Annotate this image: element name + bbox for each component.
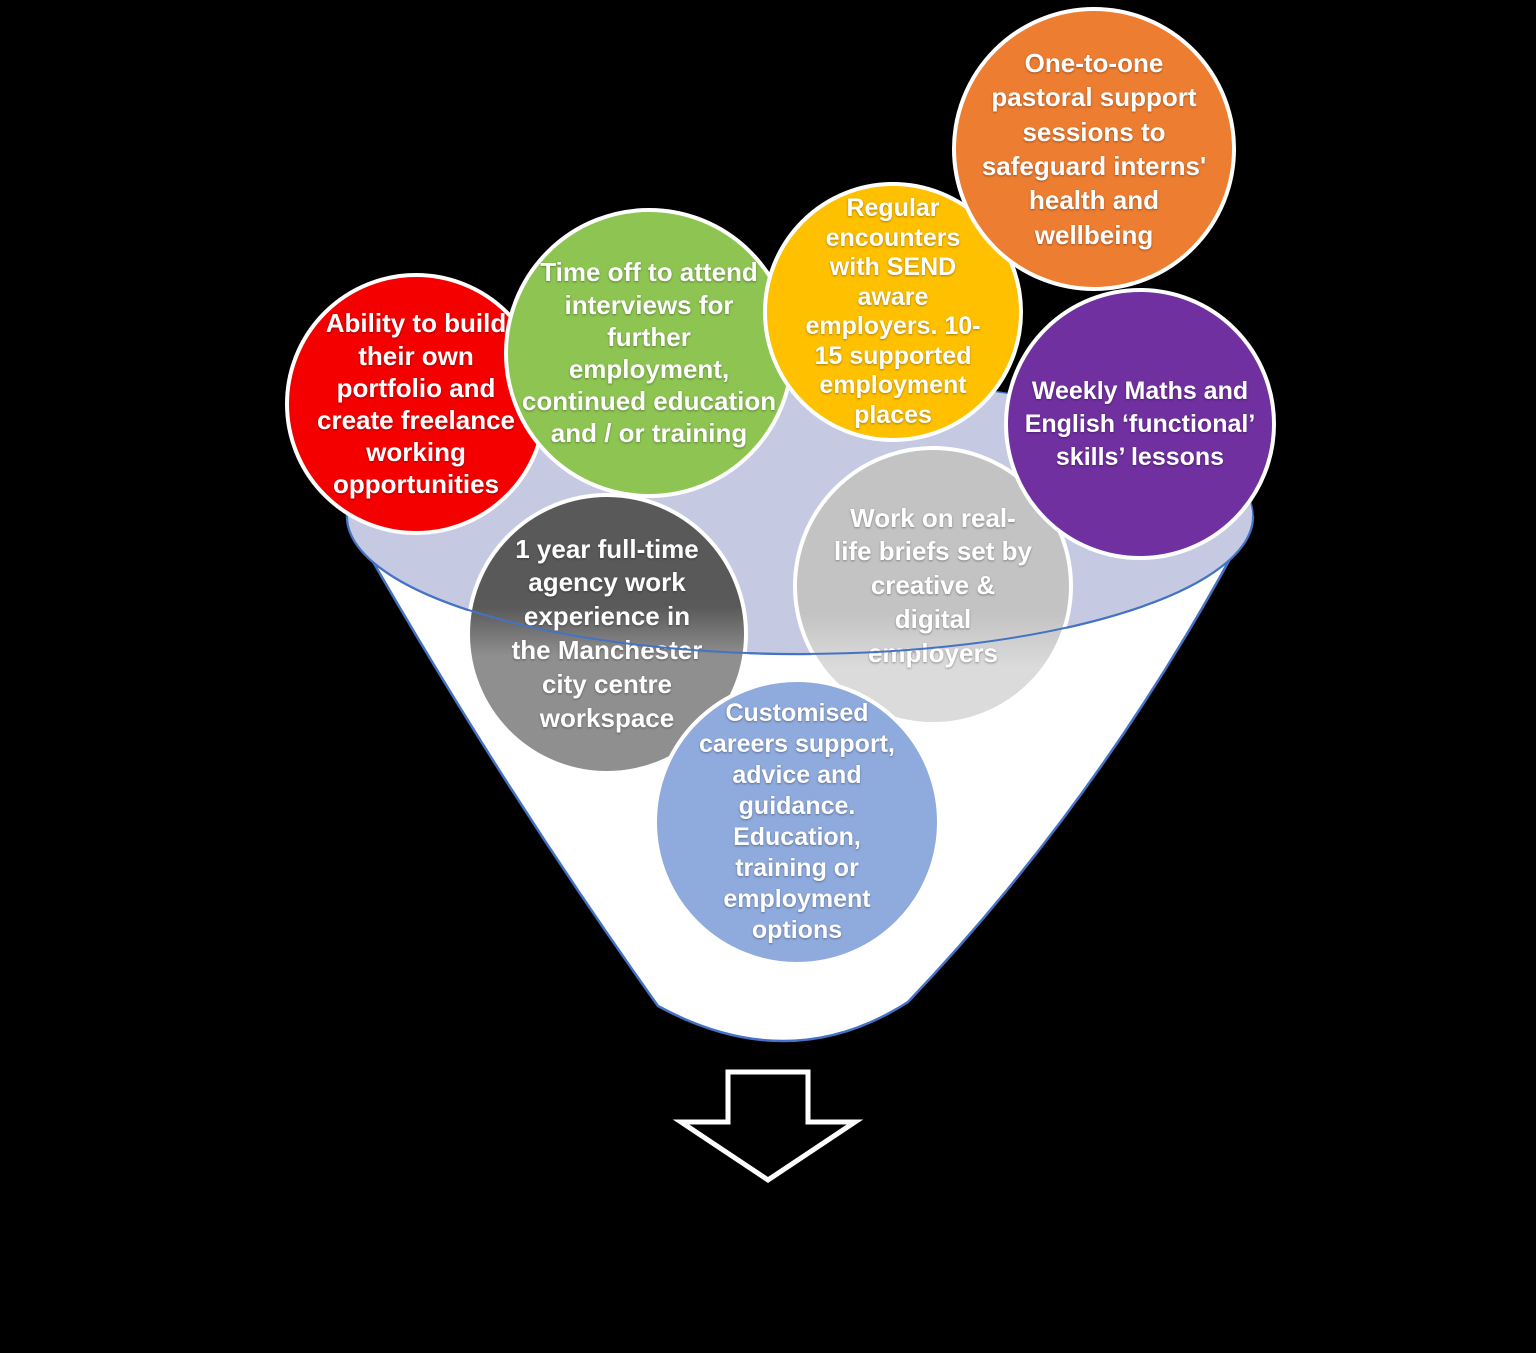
bubble-careers: Customised careers support, advice and g… xyxy=(653,678,941,966)
bubble-skills: Weekly Maths and English ‘functional’ sk… xyxy=(1004,288,1276,560)
bubble-text: Work on real- life briefs set by creativ… xyxy=(834,502,1032,668)
bubble-text: One-to-one pastoral support sessions to … xyxy=(981,48,1207,250)
bubble-text: Customised careers support, advice and g… xyxy=(699,699,895,944)
bubble-pastoral: One-to-one pastoral support sessions to … xyxy=(952,7,1236,291)
bubble-text: Weekly Maths and English ‘functional’ sk… xyxy=(1024,376,1256,471)
bubble-text: Time off to attend interviews for furthe… xyxy=(521,257,777,449)
down-arrow xyxy=(672,1069,864,1184)
bubble-interviews: Time off to attend interviews for furthe… xyxy=(504,208,794,498)
